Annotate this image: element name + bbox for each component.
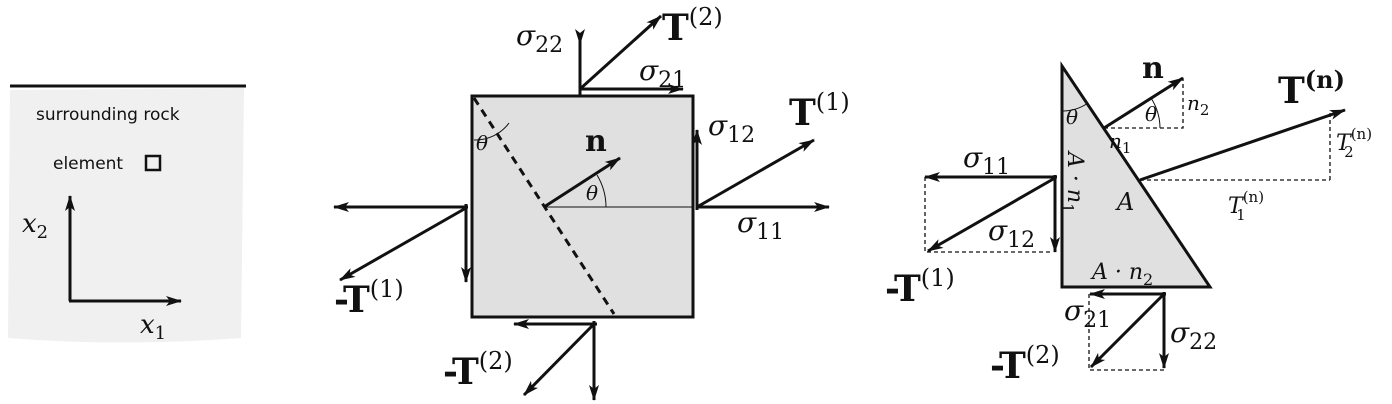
normal-vector-n [1103, 76, 1184, 130]
rock-region [8, 88, 244, 343]
panel-rock-overview: surrounding rock element x2 x1 [8, 84, 246, 344]
Tn-arrow [1139, 108, 1346, 182]
n-components-dashed [1104, 78, 1184, 129]
sigma11-label: σ11 [737, 206, 784, 245]
normal-vector-n [543, 156, 621, 209]
panel-cauchy-tetrahedron: θ θ n n2 n1 T(n) T(n)2 T(n)1 A A · n2 A … [885, 51, 1372, 387]
theta-label-n: θ [586, 181, 598, 205]
theta-label-n: θ [1145, 102, 1157, 126]
area-A-label: A [1115, 188, 1134, 216]
element-label: element [53, 154, 123, 174]
neg-T1-label: -T(1) [334, 275, 404, 321]
sigma22-label: σ22 [516, 19, 563, 58]
x1-axis-label: x1 [140, 310, 166, 344]
left-face-components-dashed [924, 177, 1053, 253]
sigma12-label: σ12 [708, 109, 755, 148]
n1-label: n1 [1109, 129, 1131, 157]
T1-arrow [696, 138, 815, 209]
bottom-face-components-dashed [1088, 294, 1165, 371]
area-A-n1-label: A · n1 [1058, 150, 1087, 213]
theta-arc-triangle [1061, 102, 1089, 112]
triangle-element [1060, 61, 1213, 289]
T2-label: T(2) [662, 3, 723, 49]
sigma12-label: σ12 [988, 214, 1035, 253]
area-A-n2-label: A · n2 [1090, 260, 1153, 289]
T1-label: T(1) [789, 88, 850, 134]
sigma11-label: σ11 [963, 141, 1010, 180]
n2-label: n2 [1187, 91, 1209, 119]
panel-stress-element: θ θ n σ22 σ21 T(2) σ12 σ11 T(1) -T(1) -T… [333, 3, 850, 401]
sigma21-label: σ21 [1064, 294, 1111, 333]
normal-label-n: n [1142, 51, 1164, 86]
sigma22-label: σ22 [1170, 316, 1217, 355]
theta-label-top: θ [476, 131, 488, 155]
theta-arc-top [473, 122, 510, 141]
rock-label: surrounding rock [36, 105, 180, 125]
T2-arrow [578, 14, 663, 91]
theta-arc-n [596, 174, 607, 208]
theta-label-triangle: θ [1066, 105, 1078, 129]
neg-T1-arrow [927, 176, 1056, 253]
neg-T2-arrow [1089, 292, 1166, 369]
neg-T2-label: -T(2) [990, 341, 1060, 387]
neg-T2-arrow [522, 322, 596, 397]
Tn-label: T(n) [1278, 65, 1345, 112]
x2-axis-label: x2 [22, 209, 48, 243]
theta-arc-n [1150, 97, 1161, 129]
T1n-label: T(n)1 [1228, 188, 1264, 224]
neg-T1-label: -T(1) [885, 264, 955, 310]
sigma21-label: σ21 [639, 54, 686, 93]
neg-T2-label: -T(2) [443, 347, 513, 393]
neg-T1-arrow [339, 206, 467, 282]
T2n-label: T(n)2 [1336, 125, 1372, 161]
normal-label-n: n [585, 124, 607, 159]
element-square [144, 154, 162, 172]
